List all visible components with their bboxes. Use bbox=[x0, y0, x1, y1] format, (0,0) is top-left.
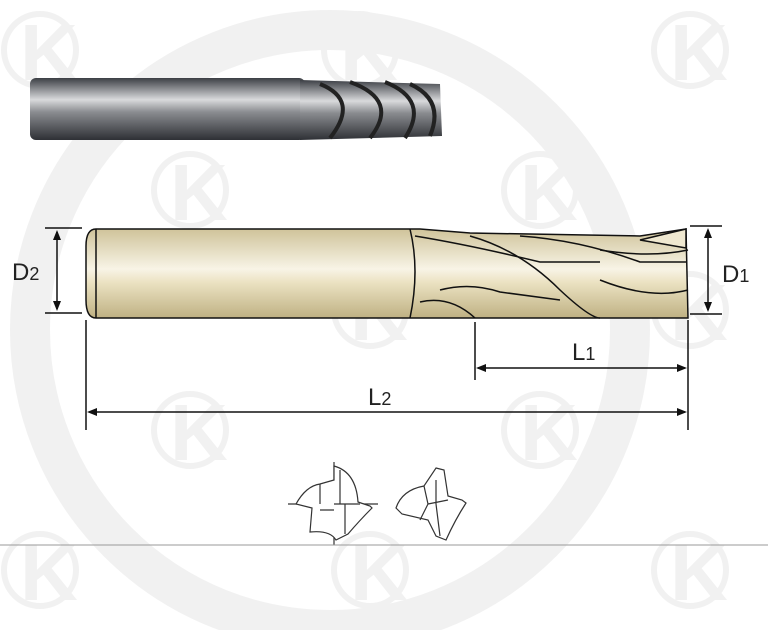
dimension-lines bbox=[45, 225, 722, 430]
end-mill-drawing bbox=[85, 228, 689, 319]
end-mill-photo bbox=[30, 78, 442, 140]
dimension-label-l1: L1 bbox=[572, 339, 595, 366]
cross-section-left bbox=[288, 462, 378, 545]
cross-section-right bbox=[395, 467, 467, 541]
cross-section-views bbox=[288, 462, 467, 545]
dimension-label-l2: L2 bbox=[368, 384, 391, 411]
dimension-label-d2: D2 bbox=[12, 259, 39, 286]
dimension-label-d1: D1 bbox=[722, 261, 749, 288]
